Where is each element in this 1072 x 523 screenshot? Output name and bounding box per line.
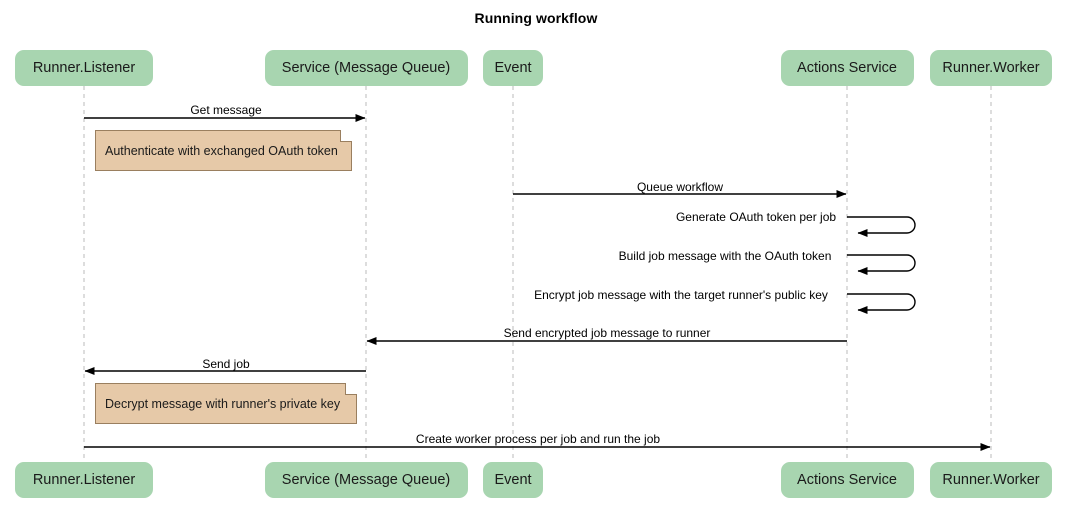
participant-top-event[interactable]: Event [483,50,543,86]
participant-label: Service (Message Queue) [281,60,451,76]
message-arrow-encrypt-job-message-with-the-target-runners-public-key [847,293,916,314]
note-text: Authenticate with exchanged OAuth token [105,143,338,158]
note-fold-corner-icon [345,383,357,395]
participant-label: Runner.Worker [942,60,1040,76]
note-text: Decrypt message with runner's private ke… [105,396,341,411]
arrows-group [84,114,991,451]
participant-bottom-runner-worker[interactable]: Runner.Worker [930,462,1052,498]
participant-top-service-message-queue[interactable]: Service (Message Queue) [264,50,468,86]
message-label-send-encrypted-job-message-to-runner: Send encrypted job message to runner [503,326,711,340]
message-label-get-message: Get message [190,103,262,117]
message-label-send-job: Send job [202,357,250,371]
participant-bottom-service-message-queue[interactable]: Service (Message Queue) [264,462,468,498]
page-title: Running workflow [474,10,598,26]
note-fold-corner-icon [340,130,352,142]
participant-label: Runner.Worker [942,472,1040,488]
message-label-create-worker-process-per-job-and-run-the-job: Create worker process per job and run th… [415,432,661,446]
participant-bottom-event[interactable]: Event [483,462,543,498]
participant-bottom-runner-listener[interactable]: Runner.Listener [15,462,153,498]
participant-label: Event [494,472,532,488]
participant-top-runner-worker[interactable]: Runner.Worker [930,50,1052,86]
participant-top-actions-service[interactable]: Actions Service [780,50,914,86]
note-decrypt-note: Decrypt message with runner's private ke… [95,383,357,424]
participant-label: Event [494,60,532,76]
message-label-queue-workflow: Queue workflow [636,180,724,194]
message-label-encrypt-job-message-with-the-target-runners-public-key: Encrypt job message with the target runn… [534,288,828,302]
message-label-generate-oauth-token-per-job: Generate OAuth token per job [675,210,837,224]
lifelines-group [83,86,992,462]
message-label-build-job-message-with-the-oauth-token: Build job message with the OAuth token [618,249,832,263]
participant-label: Actions Service [797,472,897,488]
participant-label: Service (Message Queue) [281,472,451,488]
participant-top-runner-listener[interactable]: Runner.Listener [15,50,153,86]
participant-label: Runner.Listener [32,60,136,76]
participant-label: Actions Service [797,60,897,76]
message-arrow-build-job-message-with-the-oauth-token [847,254,916,275]
message-arrow-generate-oauth-token-per-job [847,216,916,237]
participant-bottom-actions-service[interactable]: Actions Service [780,462,914,498]
participant-label: Runner.Listener [32,472,136,488]
note-authenticate-note: Authenticate with exchanged OAuth token [95,130,352,171]
